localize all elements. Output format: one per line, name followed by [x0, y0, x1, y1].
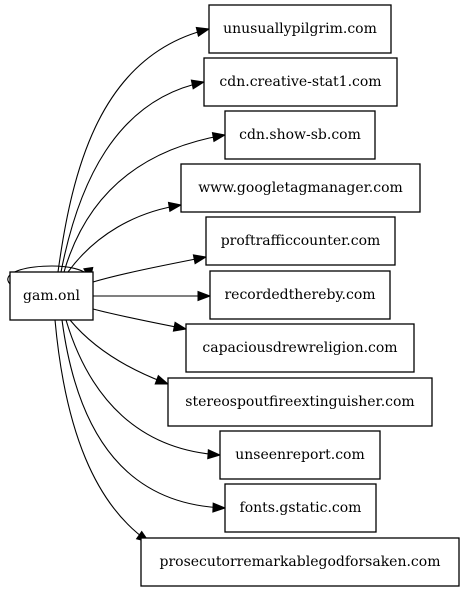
target-node-t8-label: unseenreport.com: [235, 447, 365, 463]
target-node-t9: fonts.gstatic.com: [224, 483, 377, 533]
target-node-t4: proftrafficcounter.com: [205, 216, 396, 266]
target-node-t4-box: [205, 216, 396, 266]
edge-to-t3: [67, 204, 182, 273]
edge-arrowhead-t5: [197, 290, 212, 302]
edge-arrowhead-t6: [172, 321, 188, 332]
target-node-t9-label: fonts.gstatic.com: [240, 500, 362, 516]
edge-to-t2: [63, 134, 226, 273]
target-node-t4-label: proftrafficcounter.com: [221, 233, 381, 249]
target-node-t0-box: [208, 4, 392, 54]
target-node-t3: www.googletagmanager.com: [180, 163, 421, 213]
edge-arrowhead-t9: [212, 502, 227, 513]
edge-arrowhead-t7: [154, 374, 170, 385]
edge-arrowhead-t0: [195, 26, 211, 38]
target-node-t6-label: capaciousdrewreligion.com: [202, 340, 397, 356]
target-node-t6: capaciousdrewreligion.com: [185, 323, 415, 373]
target-node-t10-label: prosecutorremarkablegodforsaken.com: [160, 554, 441, 570]
edge-arrowhead-t1: [190, 79, 206, 90]
target-node-t6-box: [185, 323, 415, 373]
target-node-t9-box: [224, 483, 377, 533]
target-node-t1-label: cdn.creative-stat1.com: [219, 74, 381, 90]
target-node-t0-label: unusuallypilgrim.com: [223, 21, 377, 37]
target-node-t0: unusuallypilgrim.com: [208, 4, 392, 54]
target-node-t8: unseenreport.com: [219, 430, 381, 480]
target-node-t5: recordedthereby.com: [209, 270, 391, 320]
target-node-t2-label: cdn.show-sb.com: [239, 127, 361, 143]
source-node: gam.onl: [9, 271, 94, 321]
target-node-t8-box: [219, 430, 381, 480]
target-node-t3-label: www.googletagmanager.com: [198, 180, 403, 196]
edge-to-t7: [69, 319, 169, 385]
source-node-label: gam.onl: [23, 288, 80, 304]
target-node-t1-box: [203, 57, 398, 107]
edge-to-t9: [61, 319, 226, 509]
target-node-t7-label: stereospoutfireextinguisher.com: [185, 394, 414, 410]
edge-arrowhead-t3: [167, 201, 183, 213]
target-node-t1: cdn.creative-stat1.com: [203, 57, 398, 107]
edge-arrowhead-t4: [192, 254, 208, 265]
nodes-layer: gam.onl unusuallypilgrim.com cdn.creative-…: [9, 4, 460, 587]
edges-layer: [7, 26, 227, 543]
target-node-t5-label: recordedthereby.com: [224, 287, 375, 303]
edge-to-t4: [92, 256, 207, 283]
target-node-t2-box: [224, 110, 376, 160]
target-node-t3-box: [180, 163, 421, 213]
edge-to-t1: [60, 81, 205, 273]
target-node-t5-box: [209, 270, 391, 320]
edge-arrowhead-t2: [211, 131, 227, 143]
edge-to-t0: [57, 28, 210, 273]
edge-to-t10: [54, 319, 150, 543]
target-node-t2: cdn.show-sb.com: [224, 110, 376, 160]
source-node-box: [9, 271, 94, 321]
target-node-t10: prosecutorremarkablegodforsaken.com: [140, 537, 460, 587]
target-node-t7-box: [167, 377, 433, 427]
target-node-t10-box: [140, 537, 460, 587]
edge-to-t8: [65, 319, 221, 456]
edge-to-t6: [92, 308, 187, 330]
edge-arrowhead-t8: [207, 448, 222, 460]
target-node-t7: stereospoutfireextinguisher.com: [167, 377, 433, 427]
